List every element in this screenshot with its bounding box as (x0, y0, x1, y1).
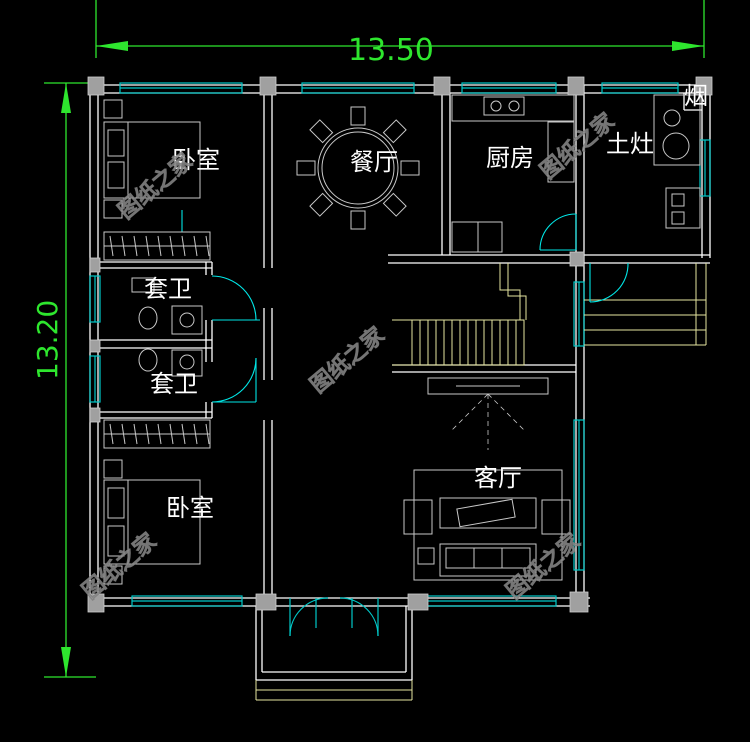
dining-chair (400, 160, 420, 176)
hanger (145, 423, 150, 445)
hanger (169, 235, 174, 257)
dining-chair (382, 119, 407, 144)
dining-chair (309, 192, 334, 217)
porch-steps (255, 263, 707, 701)
hanger (133, 423, 138, 445)
hanger (145, 235, 150, 257)
room-label-dining: 餐厅 (350, 148, 398, 176)
windows (89, 82, 711, 637)
hanger (181, 423, 186, 445)
room-label-bedroom-bottom: 卧室 (166, 494, 214, 522)
room-label-bath-lower: 套卫 (150, 370, 198, 398)
room-label-kitchen: 厨房 (486, 144, 534, 172)
height-dimension-label: 13.20 (31, 299, 64, 380)
hanger (193, 423, 198, 445)
columns (87, 76, 713, 613)
hanger (169, 423, 174, 445)
furniture (103, 94, 701, 585)
room-label-bedroom-top: 卧室 (172, 146, 220, 174)
dining-chair (296, 160, 316, 176)
hanger (133, 235, 138, 257)
room-label-stove: 土灶 (606, 130, 654, 158)
hanger (205, 423, 210, 445)
hanger (109, 235, 114, 257)
tv-view-lines (451, 393, 525, 450)
stairs (392, 263, 527, 366)
hanger (157, 235, 162, 257)
room-label-living: 客厅 (474, 464, 522, 492)
hanger (181, 235, 186, 257)
hanger (109, 423, 114, 445)
dining-chair (309, 119, 334, 144)
hanger (121, 235, 126, 257)
dining-chair (382, 192, 407, 217)
dining-chair (350, 210, 366, 230)
doors (181, 210, 629, 403)
hanger (121, 423, 126, 445)
hanger (157, 423, 162, 445)
room-label-chimney: 烟 (684, 82, 708, 110)
dining-chair (350, 106, 366, 126)
dimension-lines (44, 0, 705, 678)
room-label-bath-upper: 套卫 (144, 275, 192, 303)
width-dimension-label: 13.50 (348, 33, 434, 68)
hanger (205, 235, 210, 257)
hanger (193, 235, 198, 257)
